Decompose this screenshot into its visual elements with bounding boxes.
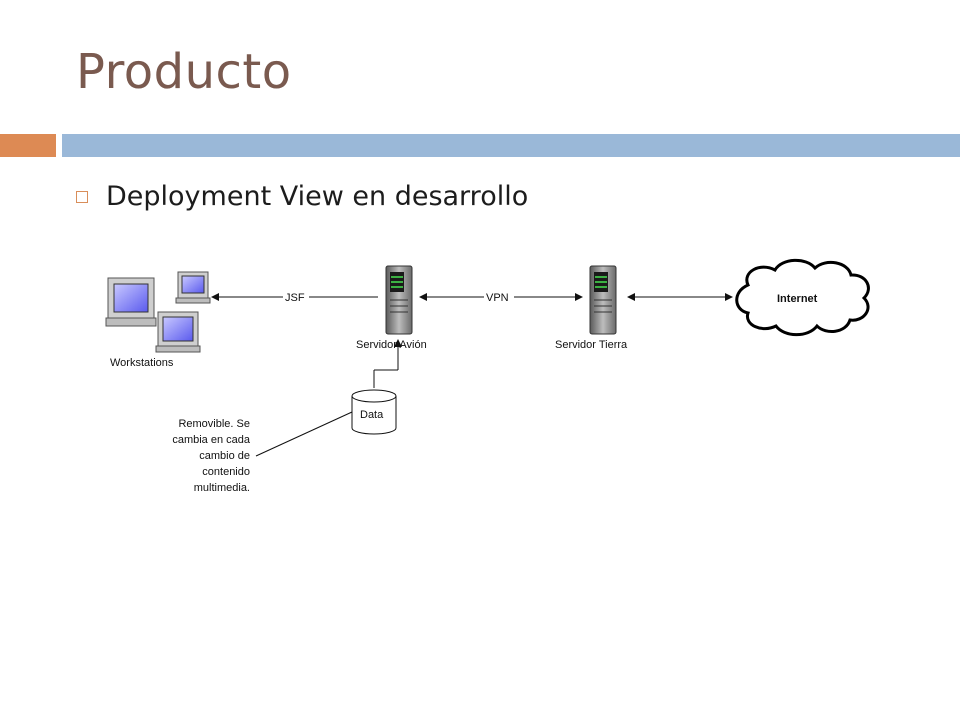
- server-tierra-icon: [589, 265, 617, 335]
- note-line: cambio de: [199, 450, 250, 462]
- square-bullet-icon: [76, 190, 88, 203]
- data-cylinder-icon: [351, 389, 397, 435]
- vpn-label-bg: [484, 290, 514, 303]
- header-bar: [62, 134, 960, 157]
- workstation-medium-icon: [155, 311, 201, 353]
- bullet-text: Deployment View en desarrollo: [106, 181, 529, 212]
- servidor-avion-label: Servidor Avión: [356, 339, 427, 351]
- bullet-item: Deployment View en desarrollo: [76, 181, 528, 212]
- note-line: multimedia.: [194, 482, 250, 494]
- note-line: cambia en cada: [172, 434, 251, 446]
- workstation-small-icon: [175, 271, 211, 304]
- servidor-tierra-label: Servidor Tierra: [555, 339, 628, 351]
- workstations-label: Workstations: [110, 357, 174, 369]
- jsf-label: JSF: [285, 292, 305, 304]
- vpn-label: VPN: [486, 292, 509, 304]
- slide-title: Producto: [76, 44, 292, 100]
- jsf-label-bg: [283, 290, 309, 303]
- workstation-large-icon: [105, 277, 157, 327]
- internet-label: Internet: [777, 293, 818, 305]
- note-connector: [255, 411, 353, 457]
- note-line: Removible. Se: [178, 418, 250, 430]
- note-line: contenido: [202, 466, 250, 478]
- internet-cloud-icon: [735, 258, 870, 337]
- server-avion-icon: [385, 265, 413, 335]
- accent-bar: [0, 134, 56, 157]
- data-label: Data: [360, 409, 384, 421]
